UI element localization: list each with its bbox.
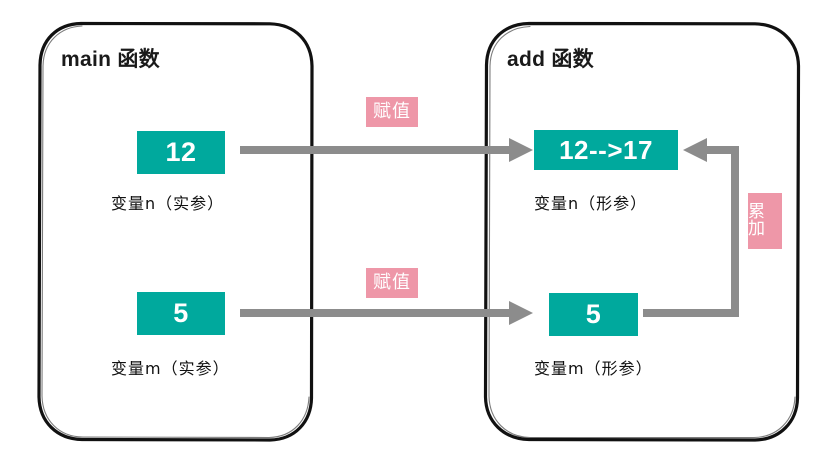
caption-main-m: 变量m（实参）: [111, 359, 230, 378]
caption-main-n: 变量n（实参）: [111, 194, 225, 213]
value-box-add-n: 12-->17: [534, 130, 678, 170]
caption-add-m: 变量m（形参）: [534, 359, 653, 378]
panel-add-title: add 函数: [507, 48, 594, 71]
tag-assign-bottom: 赋值: [366, 268, 418, 298]
caption-add-n: 变量n（形参）: [534, 194, 648, 213]
tag-assign-top: 赋值: [366, 97, 418, 127]
tag-accumulate: 累加: [748, 193, 782, 249]
value-box-add-m: 5: [549, 293, 638, 336]
value-box-main-n: 12: [137, 131, 225, 174]
panel-main-border: [37, 21, 314, 442]
panel-main-title: main 函数: [61, 48, 160, 71]
panel-main-function: main 函数: [37, 21, 314, 442]
value-box-main-m: 5: [137, 292, 225, 335]
